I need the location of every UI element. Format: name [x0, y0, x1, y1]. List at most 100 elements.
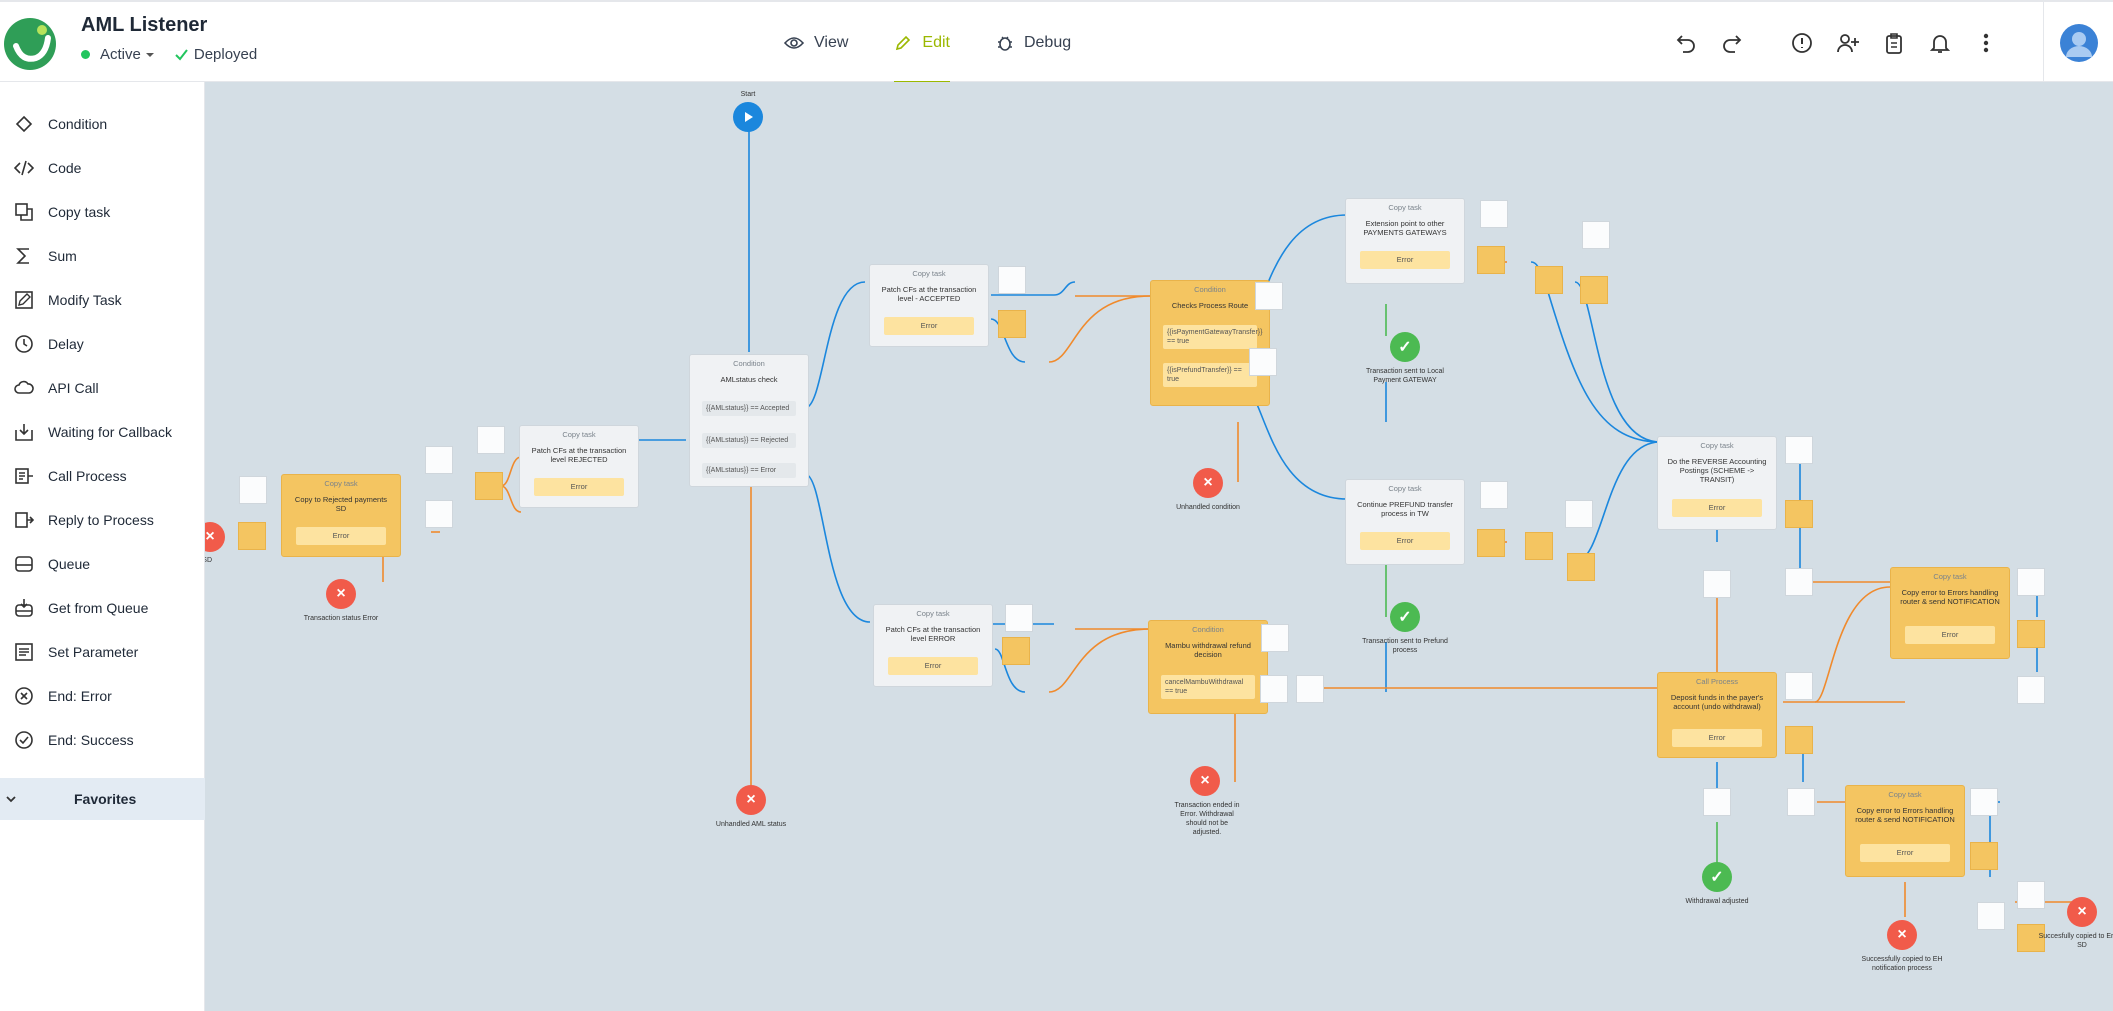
notifications-button[interactable]: [1925, 28, 1955, 58]
error-output[interactable]: Error: [1360, 532, 1450, 550]
checks-process-route-node[interactable]: Condition Checks Process Route {{isPayme…: [1150, 280, 1270, 406]
palette-item-call-process[interactable]: Call Process: [0, 454, 204, 498]
redo-button[interactable]: [1717, 28, 1747, 58]
end-error-node[interactable]: ×: [1190, 766, 1220, 796]
delay-node[interactable]: [1970, 788, 1998, 816]
copy-node[interactable]: [1977, 902, 2005, 930]
palette-item-set-parameter[interactable]: Set Parameter: [0, 630, 204, 674]
end-success-node[interactable]: ✓: [1390, 332, 1420, 362]
delay-node[interactable]: [2017, 881, 2045, 909]
palette-item-waiting-callback[interactable]: Waiting for Callback: [0, 410, 204, 454]
alert-button[interactable]: [1787, 28, 1817, 58]
condition-branch[interactable]: {{AMLstatus}} == Accepted: [702, 401, 796, 416]
mambu-decision-node[interactable]: Condition Mambu withdrawal refund decisi…: [1148, 620, 1268, 714]
condition-branch[interactable]: cancelMambuWithdrawal == true: [1161, 675, 1255, 699]
undo-button[interactable]: [1671, 28, 1701, 58]
set-parameter-node[interactable]: [1787, 788, 1815, 816]
error-output[interactable]: Error: [296, 527, 386, 545]
start-node[interactable]: [733, 102, 763, 132]
error-output[interactable]: Error: [1360, 251, 1450, 269]
delay-node[interactable]: [477, 426, 505, 454]
set-parameter-node[interactable]: [425, 500, 453, 528]
merge-gateway[interactable]: [1970, 842, 1998, 870]
extension-point-node[interactable]: Copy task Extension point to other PAYME…: [1345, 198, 1465, 284]
merge-gateway[interactable]: [998, 310, 1026, 338]
set-parameter-node[interactable]: [1249, 348, 1277, 376]
merge-gateway[interactable]: [1785, 500, 1813, 528]
deposit-funds-node[interactable]: Call Process Deposit funds in the payer'…: [1657, 672, 1777, 758]
merge-gateway[interactable]: [238, 522, 266, 550]
continue-prefund-node[interactable]: Copy task Continue PREFUND transfer proc…: [1345, 479, 1465, 565]
condition-branch[interactable]: {{isPaymentGatewayTransfer}} == true: [1163, 325, 1262, 349]
condition-branch[interactable]: {{AMLstatus}} == Error: [702, 463, 796, 478]
add-user-button[interactable]: [1833, 28, 1863, 58]
end-error-node[interactable]: ×: [2067, 897, 2097, 927]
aml-status-check-node[interactable]: Condition AMLstatus check {{AMLstatus}} …: [689, 354, 809, 487]
copy-rejected-node[interactable]: Copy task Copy to Rejected payments SD E…: [281, 474, 401, 557]
avatar[interactable]: [2059, 24, 2098, 62]
delay-node[interactable]: [1005, 604, 1033, 632]
set-parameter-node[interactable]: [1255, 282, 1283, 310]
merge-gateway[interactable]: [1535, 266, 1563, 294]
copy-errors-2-node[interactable]: Copy task Copy error to Errors handling …: [1845, 785, 1965, 877]
delay-node[interactable]: [1565, 500, 1593, 528]
set-parameter-node[interactable]: [2017, 676, 2045, 704]
tab-view[interactable]: View: [770, 2, 862, 84]
merge-gateway[interactable]: [2017, 924, 2045, 952]
set-parameter-node[interactable]: [1260, 675, 1288, 703]
error-output[interactable]: Error: [1672, 729, 1762, 747]
tab-edit[interactable]: Edit: [880, 2, 964, 85]
palette-item-sum[interactable]: Sum: [0, 234, 204, 278]
end-error-node[interactable]: ×: [326, 579, 356, 609]
merge-gateway[interactable]: [1567, 553, 1595, 581]
palette-item-copy-task[interactable]: Copy task: [0, 190, 204, 234]
end-success-node[interactable]: ✓: [1702, 862, 1732, 892]
palette-item-end-success[interactable]: End: Success: [0, 718, 204, 762]
patch-accepted-node[interactable]: Copy task Patch CFs at the transaction l…: [869, 264, 989, 347]
patch-error-node[interactable]: Copy task Patch CFs at the transaction l…: [873, 604, 993, 687]
delay-node[interactable]: [1785, 436, 1813, 464]
tab-debug[interactable]: Debug: [982, 2, 1085, 84]
merge-gateway[interactable]: [475, 472, 503, 500]
end-error-node[interactable]: ×: [205, 522, 225, 552]
palette-item-get-queue[interactable]: Get from Queue: [0, 586, 204, 630]
delay-node[interactable]: [1480, 481, 1508, 509]
palette-item-reply-process[interactable]: Reply to Process: [0, 498, 204, 542]
clipboard-button[interactable]: [1879, 28, 1909, 58]
error-output[interactable]: Error: [884, 317, 974, 335]
palette-item-queue[interactable]: Queue: [0, 542, 204, 586]
error-output[interactable]: Error: [1860, 844, 1950, 862]
merge-gateway[interactable]: [1477, 529, 1505, 557]
set-parameter-node[interactable]: [425, 446, 453, 474]
merge-gateway[interactable]: [1580, 276, 1608, 304]
merge-gateway[interactable]: [1477, 246, 1505, 274]
set-parameter-node[interactable]: [1261, 624, 1289, 652]
palette-item-delay[interactable]: Delay: [0, 322, 204, 366]
palette-item-api-call[interactable]: API Call: [0, 366, 204, 410]
patch-rejected-node[interactable]: Copy task Patch CFs at the transaction l…: [519, 425, 639, 508]
delay-node[interactable]: [1785, 672, 1813, 700]
status-dropdown[interactable]: Active: [81, 46, 157, 63]
error-output[interactable]: Error: [1905, 626, 1995, 644]
set-parameter-node[interactable]: [1296, 675, 1324, 703]
palette-item-modify-task[interactable]: Modify Task: [0, 278, 204, 322]
palette-item-end-error[interactable]: End: Error: [0, 674, 204, 718]
condition-branch[interactable]: {{AMLstatus}} == Rejected: [702, 433, 796, 448]
error-output[interactable]: Error: [534, 478, 624, 496]
error-output[interactable]: Error: [1672, 499, 1762, 517]
favorites-section[interactable]: Favorites: [0, 778, 205, 820]
end-error-node[interactable]: ×: [1887, 920, 1917, 950]
palette-item-condition[interactable]: Condition: [0, 102, 204, 146]
flow-canvas[interactable]: Start Condition AMLstatus check {{AMLsta…: [205, 82, 2113, 1011]
merge-gateway[interactable]: [1785, 726, 1813, 754]
merge-gateway[interactable]: [1525, 532, 1553, 560]
palette-item-code[interactable]: Code: [0, 146, 204, 190]
delay-node[interactable]: [1480, 200, 1508, 228]
copy-errors-1-node[interactable]: Copy task Copy error to Errors handling …: [1890, 567, 2010, 659]
end-error-node[interactable]: ×: [1193, 468, 1223, 498]
reverse-postings-node[interactable]: Copy task Do the REVERSE Accounting Post…: [1657, 436, 1777, 530]
end-success-node[interactable]: ✓: [1390, 602, 1420, 632]
merge-gateway[interactable]: [1002, 637, 1030, 665]
merge-gateway[interactable]: [2017, 620, 2045, 648]
delay-node[interactable]: [998, 266, 1026, 294]
